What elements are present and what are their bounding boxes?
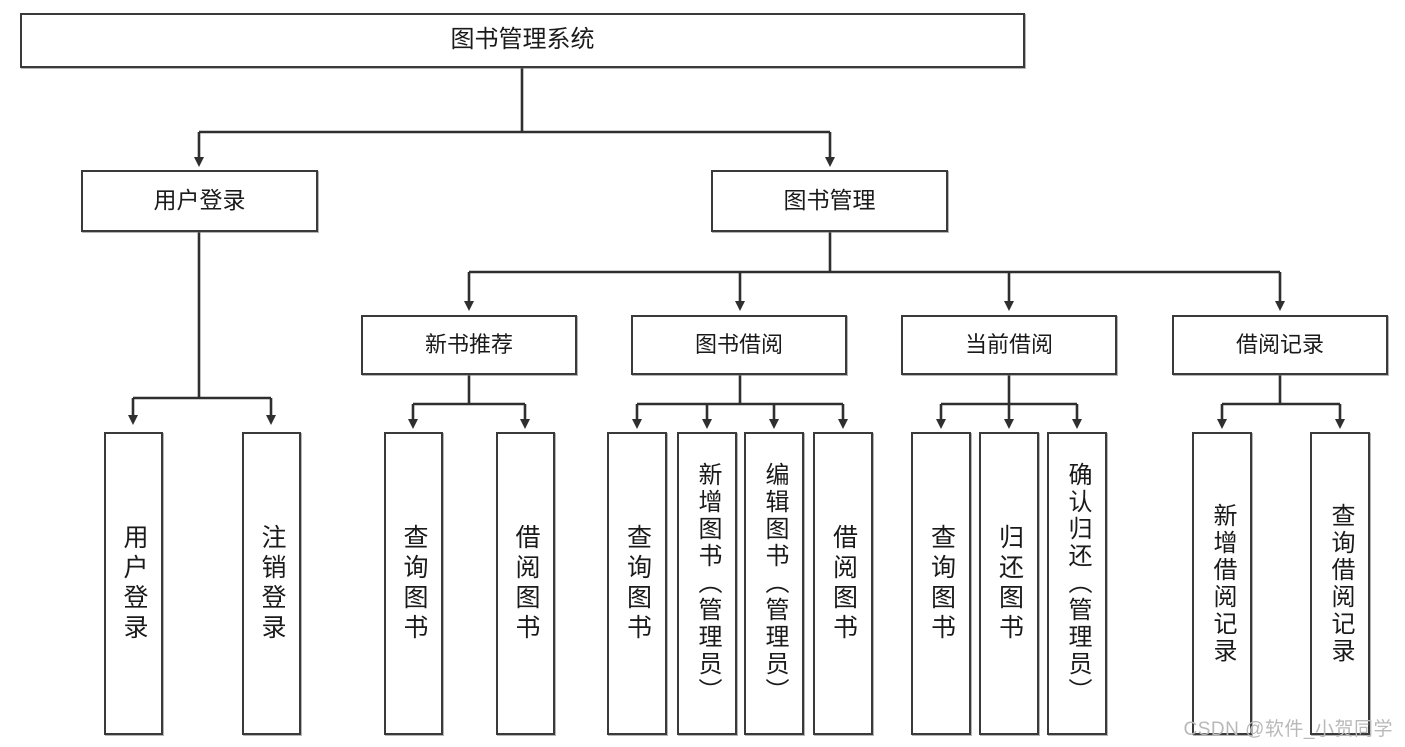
node-label: 图书借阅 [694, 331, 783, 357]
leaf-current-confirm-return-admin[interactable]: 确认归还（管理员） [1047, 432, 1107, 735]
node-book-borrow[interactable]: 图书借阅 [631, 315, 847, 375]
node-label: 新增借阅记录 [1209, 502, 1236, 665]
node-root-system[interactable]: 图书管理系统 [20, 13, 1025, 68]
node-label: 图书管理 [783, 187, 876, 214]
leaf-borrow-query-book[interactable]: 查询图书 [607, 432, 667, 735]
leaf-new-book-borrow[interactable]: 借阅图书 [496, 432, 555, 735]
leaf-borrow-borrow-book[interactable]: 借阅图书 [813, 432, 873, 735]
leaf-borrow-edit-book-admin[interactable]: 编辑图书（管理员） [744, 432, 804, 735]
node-borrow-record[interactable]: 借阅记录 [1172, 315, 1388, 375]
node-user-login[interactable]: 用户登录 [81, 170, 318, 232]
node-label: 新书推荐 [424, 331, 513, 357]
node-label: 借阅图书 [829, 523, 858, 644]
node-label: 归还图书 [995, 523, 1024, 644]
node-label: 借阅图书 [512, 523, 540, 644]
leaf-current-return-book[interactable]: 归还图书 [979, 432, 1039, 735]
node-current-borrow[interactable]: 当前借阅 [901, 315, 1117, 375]
node-label: 编辑图书（管理员） [761, 462, 788, 705]
leaf-user-login-login[interactable]: 用户登录 [104, 432, 163, 735]
node-label: 借阅记录 [1235, 331, 1324, 357]
node-label: 新增图书（管理员） [694, 462, 721, 705]
leaf-new-book-query[interactable]: 查询图书 [384, 432, 443, 735]
node-new-book-recommend[interactable]: 新书推荐 [361, 315, 577, 375]
node-label: 图书管理系统 [450, 26, 595, 54]
node-label: 用户登录 [153, 187, 246, 214]
node-book-management[interactable]: 图书管理 [711, 170, 948, 232]
node-label: 查询图书 [927, 523, 956, 644]
node-label: 注销登录 [258, 523, 286, 644]
node-label: 用户登录 [120, 523, 148, 644]
node-label: 查询借阅记录 [1327, 502, 1354, 665]
leaf-current-query-book[interactable]: 查询图书 [911, 432, 971, 735]
node-label: 确认归还（管理员） [1064, 462, 1091, 705]
leaf-user-login-logout[interactable]: 注销登录 [242, 432, 301, 735]
node-label: 查询图书 [623, 523, 652, 644]
csdn-watermark: CSDN @软件_小贺同学 [1183, 719, 1393, 740]
node-label: 当前借阅 [964, 331, 1053, 357]
node-label: 查询图书 [400, 523, 428, 644]
leaf-record-query-record[interactable]: 查询借阅记录 [1310, 432, 1370, 735]
leaf-borrow-add-book-admin[interactable]: 新增图书（管理员） [677, 432, 737, 735]
leaf-record-add-record[interactable]: 新增借阅记录 [1192, 432, 1252, 735]
